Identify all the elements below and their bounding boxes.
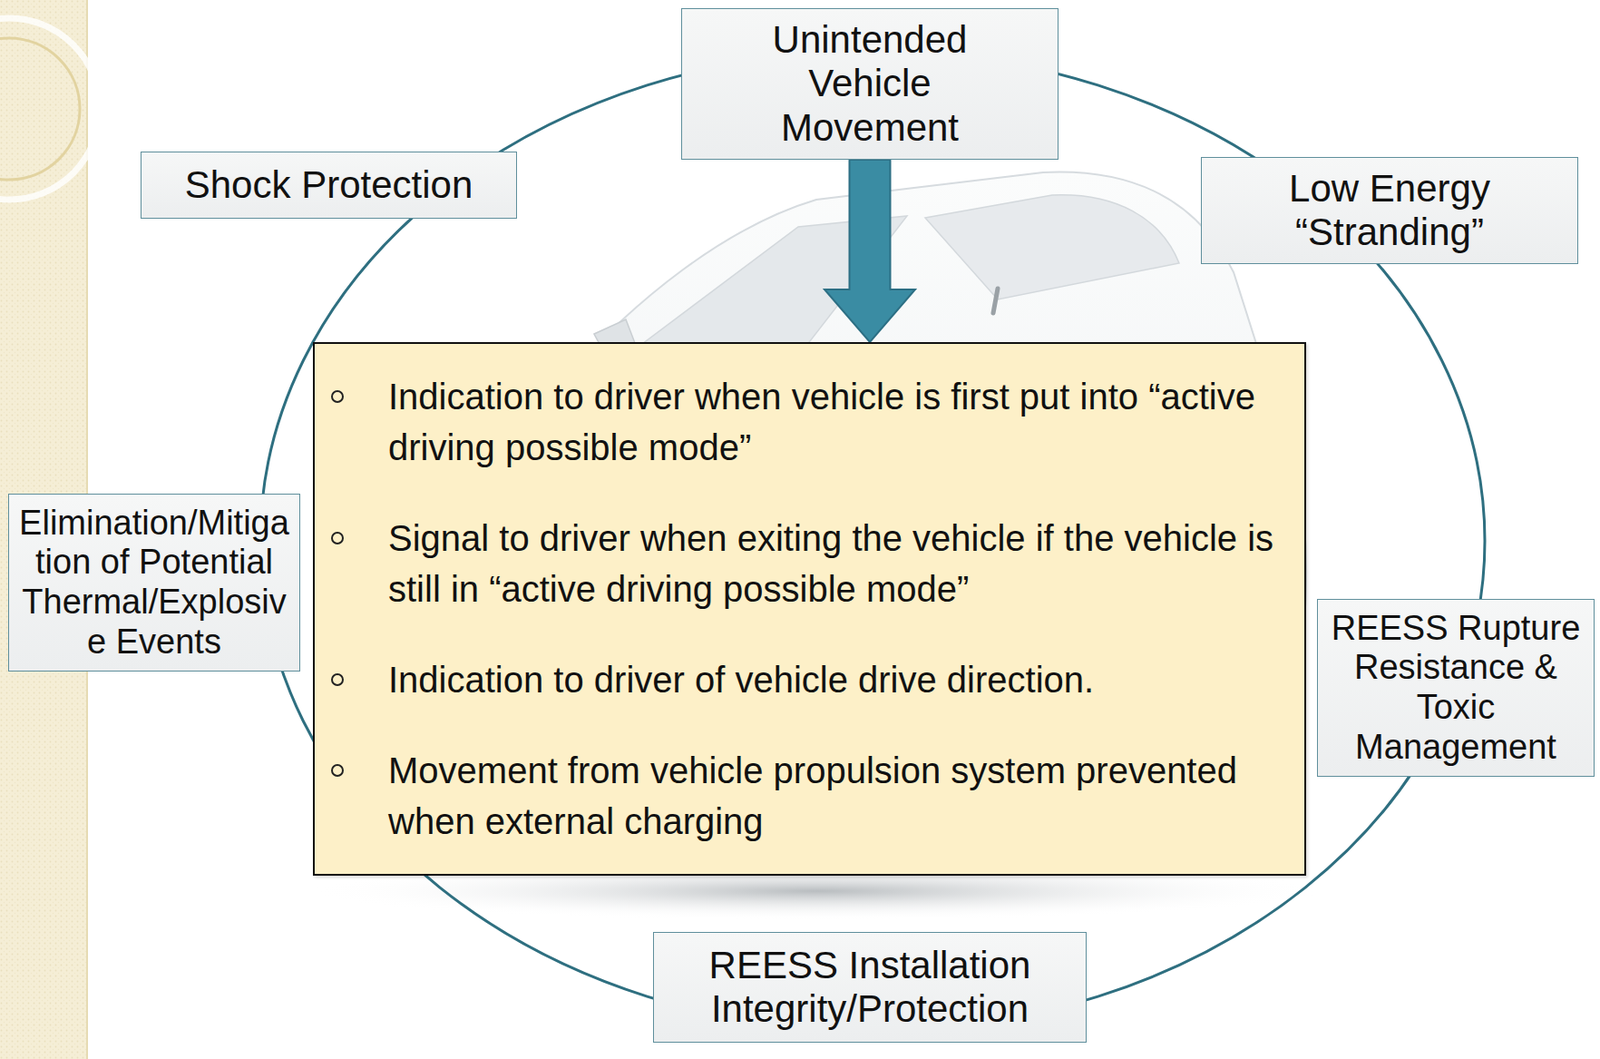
bullet-item: Indication to driver of vehicle drive di… — [314, 653, 1283, 705]
decor-arc — [0, 18, 100, 200]
car-window — [925, 195, 1180, 300]
bullet-marker — [331, 763, 344, 777]
box-label: Low Energy “Stranding” — [1256, 166, 1523, 255]
topic-box: REESS Rupture Resistance & Toxic Managem… — [1317, 598, 1595, 778]
box-label: Shock Protection — [159, 163, 498, 207]
bullet-item: Signal to driver when exiting the vehicl… — [314, 512, 1283, 615]
bullet-marker — [331, 531, 344, 545]
car-antenna — [993, 288, 998, 313]
topic-box: Elimination/Mitigation of Potential Ther… — [8, 493, 301, 673]
bullet-marker — [331, 673, 344, 686]
topic-box: Shock Protection — [140, 151, 518, 219]
box-label: REESS Installation Integrity/Protection — [690, 943, 1050, 1032]
box-label: Elimination/Mitigation of Potential Ther… — [16, 503, 293, 663]
bullet-item: Movement from vehicle propulsion system … — [314, 744, 1283, 847]
bullet-text: Movement from vehicle propulsion system … — [388, 744, 1283, 847]
bullet-text: Indication to driver when vehicle is fir… — [388, 370, 1283, 473]
box-label: Unintended Vehicle Movement — [736, 18, 1004, 150]
box-label: REESS Rupture Resistance & Toxic Managem… — [1325, 608, 1587, 768]
car-body — [353, 172, 1307, 871]
block-arrow — [824, 159, 916, 342]
callout-box: Indication to driver when vehicle is fir… — [312, 341, 1307, 876]
bullet-text: Indication to driver of vehicle drive di… — [388, 653, 1283, 705]
bullet-item: Indication to driver when vehicle is fir… — [314, 370, 1283, 473]
bullet-text: Signal to driver when exiting the vehicl… — [388, 512, 1283, 615]
topic-box: Unintended Vehicle Movement — [681, 8, 1059, 160]
topic-box: Low Energy “Stranding” — [1200, 156, 1579, 265]
bullet-marker — [331, 390, 344, 403]
topic-box: REESS Installation Integrity/Protection — [653, 931, 1087, 1044]
decor-arc — [0, 38, 80, 180]
